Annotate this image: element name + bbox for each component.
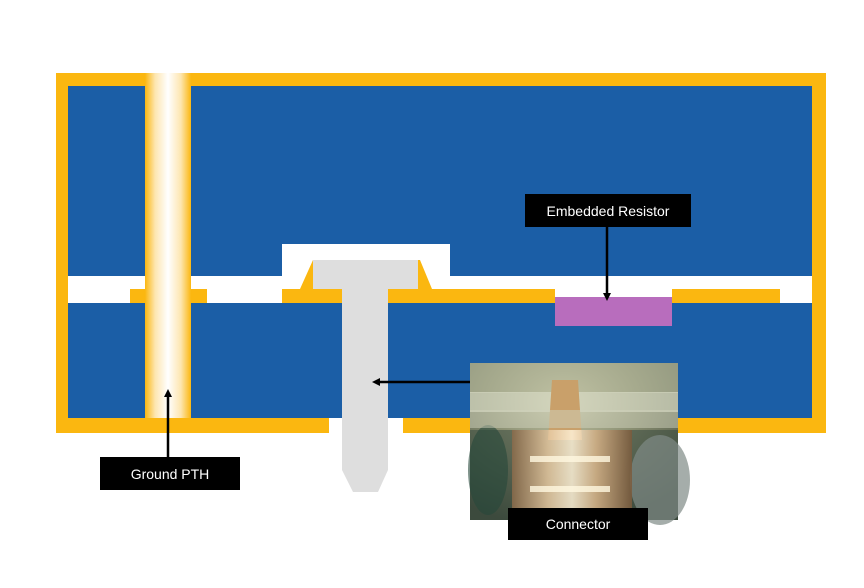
- connector-pin: [313, 260, 418, 492]
- inner-copper-pad-right: [672, 289, 780, 303]
- embedded-resistor: [555, 297, 672, 326]
- ground-pth: [145, 73, 191, 418]
- embedded-resistor-label: Embedded Resistor: [525, 194, 691, 227]
- substrate-lower: [68, 303, 812, 418]
- connector-label: Connector: [508, 508, 648, 540]
- connector-micrograph: [468, 363, 690, 525]
- ground-pth-label: Ground PTH: [100, 457, 240, 490]
